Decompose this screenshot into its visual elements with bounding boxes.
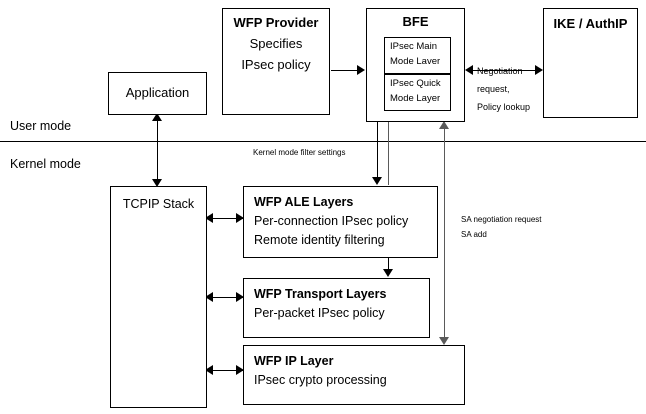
box-ipsec-main-mode-layer[interactable]: IPsec Main Mode Laver [384,37,451,74]
connector-bfe-ike [472,70,538,71]
negotiation-label-line3: Policy lookup [477,102,531,112]
arrowhead-app-up [152,113,162,121]
wfp-provider-line1: Specifies [249,36,303,51]
arrowhead-tcpip-down [152,179,162,187]
wfp-ip-line1: IPsec crypto processing [254,373,387,387]
arrowhead-tcpip-ip-left [205,365,213,375]
box-wfp-ale-layers[interactable]: WFP ALE Layers Per-connection IPsec poli… [243,186,438,258]
connector-provider-bfe [331,70,358,71]
wfp-ale-line2: Remote identity filtering [254,233,385,247]
wfp-ip-title: WFP IP Layer [254,354,334,368]
user-mode-label: User mode [10,119,72,133]
arrowhead-tcpip-ale-right [236,213,244,223]
arrowhead-ike-right [535,65,543,75]
box-application[interactable]: Application [108,72,207,115]
ipsec-quick-mode-line2: Mode Layer [390,93,441,104]
box-wfp-ip-layer[interactable]: WFP IP Layer IPsec crypto processing [243,345,465,405]
wfp-provider-line2: IPsec policy [241,57,311,72]
ipsec-main-mode-line2: Mode Laver [390,56,441,67]
sa-label-line1: SA negotiation request [461,215,542,224]
box-wfp-provider[interactable]: WFP Provider Specifies IPsec policy [222,8,330,115]
wfp-provider-title: WFP Provider [233,15,319,30]
ipsec-main-mode-line1: IPsec Main [390,41,437,52]
connector-sa-up-to-bfe [444,128,445,188]
ipsec-quick-mode-line1: IPsec Quick [390,78,441,89]
negotiation-label-line2: request, [477,84,510,94]
kernel-filter-settings-label: Kernel mode filter settings [253,148,346,157]
negotiation-label-line1: Negotiation [477,66,523,76]
connector-tcpip-ale [207,218,243,219]
arrowhead-sa-up [439,121,449,129]
arrowhead-bfe-left [465,65,473,75]
connector-bfe-ip-upper [388,122,389,185]
wfp-transport-line1: Per-packet IPsec policy [254,306,385,320]
user-kernel-divider [0,141,646,142]
arrowhead-bfe-ale-down [372,177,382,185]
bfe-title: BFE [402,14,429,29]
connector-ale-transport [388,258,389,271]
connector-tcpip-ip [207,370,243,371]
box-ipsec-quick-mode-layer[interactable]: IPsec Quick Mode Layer [384,74,451,111]
tcpip-stack-label: TCPIP Stack [122,197,195,211]
arrowhead-bfe-ip-down [439,337,449,345]
connector-bfe-ale [377,122,378,178]
wfp-transport-title: WFP Transport Layers [254,287,387,301]
connector-sa-mid [444,188,445,258]
arrowhead-tcpip-transport-right [236,292,244,302]
connector-tcpip-transport [207,297,243,298]
arrowhead-tcpip-ip-right [236,365,244,375]
kernel-mode-label: Kernel mode [10,157,81,171]
arrowhead-tcpip-transport-left [205,292,213,302]
box-wfp-transport-layers[interactable]: WFP Transport Layers Per-packet IPsec po… [243,278,430,338]
wfp-ale-line1: Per-connection IPsec policy [254,214,409,228]
box-tcpip-stack[interactable]: TCPIP Stack [110,186,207,408]
box-ike-authip[interactable]: IKE / AuthIP [543,8,638,118]
connector-bfe-ip-lower [444,258,445,338]
connector-application-tcpip [157,120,158,182]
arrowhead-provider-bfe [357,65,365,75]
arrowhead-ale-transport-down [383,269,393,277]
application-label: Application [125,85,190,100]
arrowhead-tcpip-ale-left [205,213,213,223]
sa-label-line2: SA add [461,230,487,239]
ike-authip-title: IKE / AuthIP [553,16,628,31]
wfp-ale-title: WFP ALE Layers [254,195,354,209]
